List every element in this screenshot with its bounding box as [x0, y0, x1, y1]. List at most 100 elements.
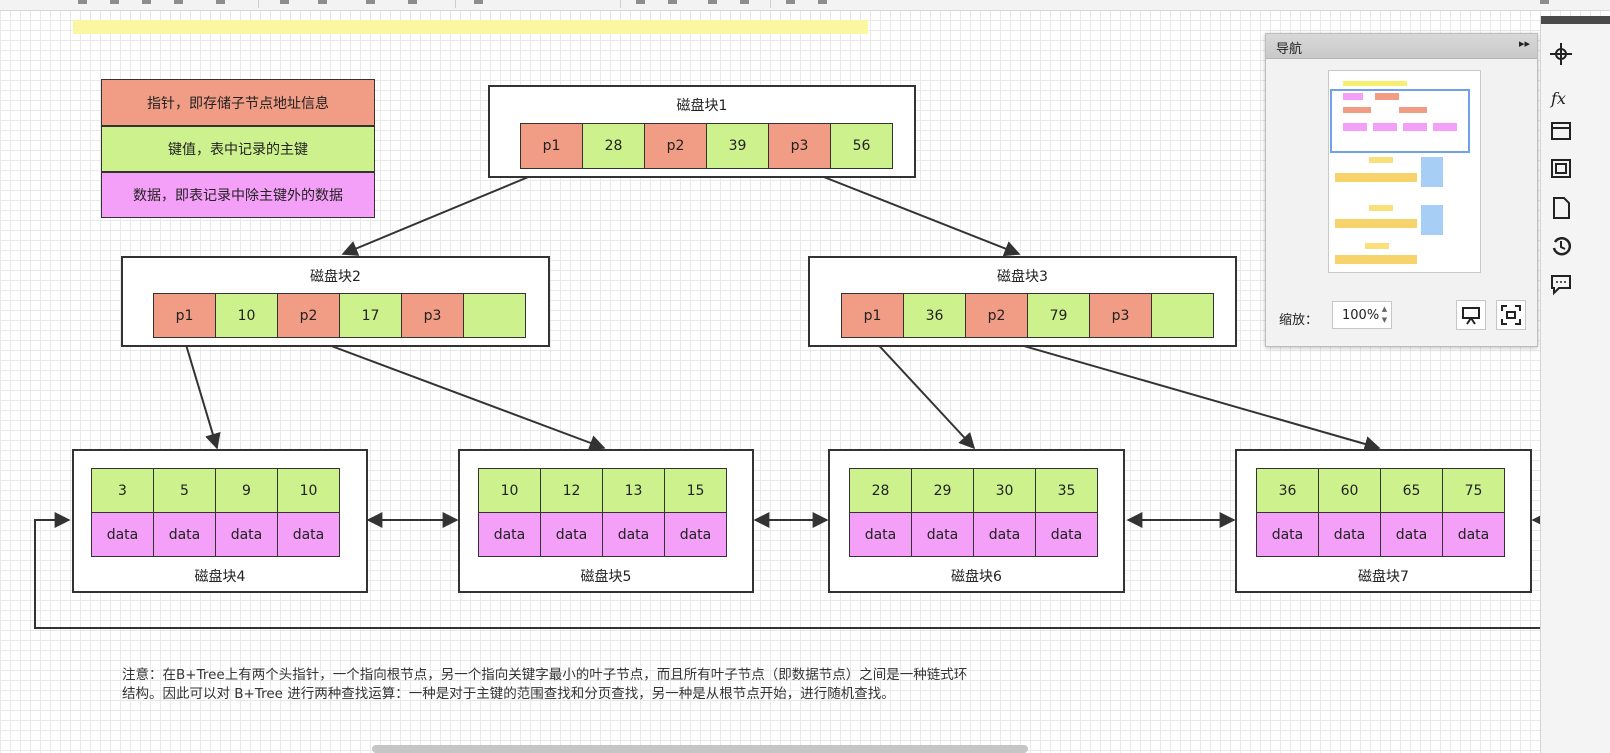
pointer-cell[interactable]: p1 — [153, 293, 216, 338]
key-cell[interactable]: 29 — [911, 468, 974, 513]
key-cell[interactable]: 12 — [540, 468, 603, 513]
fit-window-button[interactable] — [1496, 300, 1526, 330]
zoom-input[interactable]: 100% ▲▼ — [1332, 301, 1392, 329]
navigator-preview[interactable] — [1328, 70, 1481, 273]
legend-data[interactable]: 数据，即表记录中除主键外的数据 — [101, 172, 375, 218]
navigator-viewport[interactable] — [1330, 89, 1470, 153]
data-cell[interactable]: data — [478, 512, 541, 557]
toolbar-line-color-icon[interactable] — [318, 0, 327, 4]
key-cell[interactable]: 36 — [903, 293, 966, 338]
toolbar-more-icon[interactable] — [408, 0, 417, 4]
key-cell[interactable]: 15 — [664, 468, 727, 513]
data-cell[interactable]: data — [153, 512, 216, 557]
formula-icon[interactable]: fx — [1550, 86, 1572, 110]
toolbar-format-painter-icon[interactable] — [818, 0, 827, 4]
data-cell[interactable]: data — [540, 512, 603, 557]
pointer-cell[interactable]: p1 — [841, 293, 904, 338]
legend-pointer[interactable]: 指针，即存储子节点地址信息 — [101, 79, 375, 126]
toolbar-align-icon[interactable] — [216, 0, 225, 4]
key-cell[interactable]: 10 — [478, 468, 541, 513]
key-cell[interactable]: 36 — [1256, 468, 1319, 513]
horizontal-scrollbar[interactable] — [372, 745, 1028, 753]
key-cell[interactable]: 28 — [849, 468, 912, 513]
key-cell[interactable]: 13 — [602, 468, 665, 513]
data-cell[interactable]: data — [277, 512, 340, 557]
toolbar-font-color-icon[interactable] — [174, 0, 183, 4]
key-cell[interactable]: 75 — [1442, 468, 1505, 513]
key-cell[interactable]: 65 — [1380, 468, 1443, 513]
pointer-cell[interactable]: p2 — [277, 293, 340, 338]
note-text[interactable]: 注意：在B+Tree上有两个头指针，一个指向根节点，另一个指向关键字最小的叶子节… — [122, 666, 1142, 704]
toolbar-back-icon[interactable] — [668, 0, 677, 4]
key-cell-empty[interactable] — [463, 293, 526, 338]
key-cell[interactable]: 30 — [973, 468, 1036, 513]
arrow-b3-to-b6[interactable] — [871, 337, 976, 450]
comment-icon[interactable] — [1550, 272, 1572, 296]
toolbar-line-style-icon[interactable] — [366, 0, 375, 4]
key-cell-empty[interactable] — [1151, 293, 1214, 338]
fit-page-button[interactable] — [1456, 300, 1486, 330]
disk-block-6[interactable]: 28 29 30 35 data data data data 磁盘块6 — [828, 449, 1125, 593]
pointer-cell[interactable]: p2 — [644, 123, 707, 169]
page-layout-icon[interactable] — [1550, 156, 1572, 180]
pointer-cell[interactable]: p2 — [965, 293, 1028, 338]
disk-block-2[interactable]: 磁盘块2 p1 10 p2 17 p3 — [121, 256, 550, 347]
data-cell[interactable]: data — [602, 512, 665, 557]
toolbar-lock-icon[interactable] — [786, 0, 795, 4]
ring-link[interactable] — [34, 512, 1568, 629]
legend-key[interactable]: 键值，表中记录的主键 — [101, 126, 375, 172]
arrow-b2-to-b4[interactable] — [183, 337, 221, 450]
pointer-cell[interactable]: p1 — [520, 123, 583, 169]
key-cell[interactable]: 56 — [830, 123, 893, 169]
page-icon[interactable] — [1550, 196, 1572, 220]
arrow-b1-to-b3[interactable] — [800, 167, 1021, 257]
toolbar-waypoint-icon[interactable] — [474, 0, 483, 4]
key-cell[interactable]: 35 — [1035, 468, 1098, 513]
disk-block-5[interactable]: 10 12 13 15 data data data data 磁盘块5 — [458, 449, 754, 593]
disk-block-7[interactable]: 36 60 65 75 data data data data 磁盘块7 — [1235, 449, 1532, 593]
key-cell[interactable]: 5 — [153, 468, 216, 513]
key-cell[interactable]: 60 — [1318, 468, 1381, 513]
pointer-cell[interactable]: p3 — [401, 293, 464, 338]
calendar-icon[interactable] — [1550, 118, 1572, 142]
disk-block-3[interactable]: 磁盘块3 p1 36 p2 79 p3 — [808, 256, 1237, 347]
double-chevron-right-icon[interactable]: ▸▸ — [1518, 37, 1530, 50]
data-cell[interactable]: data — [973, 512, 1036, 557]
navigator-icon[interactable] — [1550, 42, 1572, 66]
data-cell[interactable]: data — [849, 512, 912, 557]
key-cell[interactable]: 10 — [277, 468, 340, 513]
arrow-b3-to-b7[interactable] — [995, 337, 1381, 452]
data-cell[interactable]: data — [91, 512, 154, 557]
toolbar-bold-icon[interactable] — [78, 0, 87, 4]
history-icon[interactable] — [1550, 234, 1572, 258]
zoom-stepper-icon[interactable]: ▲▼ — [1381, 305, 1388, 324]
key-cell[interactable]: 10 — [215, 293, 278, 338]
key-cell[interactable]: 39 — [706, 123, 769, 169]
arrow-b1-to-b2[interactable] — [341, 167, 551, 256]
data-cell[interactable]: data — [1035, 512, 1098, 557]
data-cell[interactable]: data — [215, 512, 278, 557]
key-cell[interactable]: 9 — [215, 468, 278, 513]
key-cell[interactable]: 79 — [1027, 293, 1090, 338]
data-cell[interactable]: data — [1256, 512, 1319, 557]
key-cell[interactable]: 17 — [339, 293, 402, 338]
data-cell[interactable]: data — [1442, 512, 1505, 557]
pointer-cell[interactable]: p3 — [768, 123, 831, 169]
pointer-cell[interactable]: p3 — [1089, 293, 1152, 338]
disk-block-1[interactable]: 磁盘块1 p1 28 p2 39 p3 56 — [488, 85, 916, 178]
key-cell[interactable]: 28 — [582, 123, 645, 169]
toolbar-underline-icon[interactable] — [142, 0, 151, 4]
toolbar-close-icon[interactable] — [1540, 0, 1549, 4]
toolbar-ungroup-icon[interactable] — [740, 0, 749, 4]
key-cell[interactable]: 3 — [91, 468, 154, 513]
toolbar-group-icon[interactable] — [708, 0, 717, 4]
data-cell[interactable]: data — [1380, 512, 1443, 557]
disk-block-4[interactable]: 3 5 9 10 data data data data 磁盘块4 — [72, 449, 368, 593]
data-cell[interactable]: data — [1318, 512, 1381, 557]
data-cell[interactable]: data — [911, 512, 974, 557]
toolbar-front-icon[interactable] — [636, 0, 645, 4]
toolbar-italic-icon[interactable] — [110, 0, 119, 4]
data-cell[interactable]: data — [664, 512, 727, 557]
arrow-b2-to-b5[interactable] — [309, 337, 606, 451]
toolbar-fill-icon[interactable] — [280, 0, 289, 4]
